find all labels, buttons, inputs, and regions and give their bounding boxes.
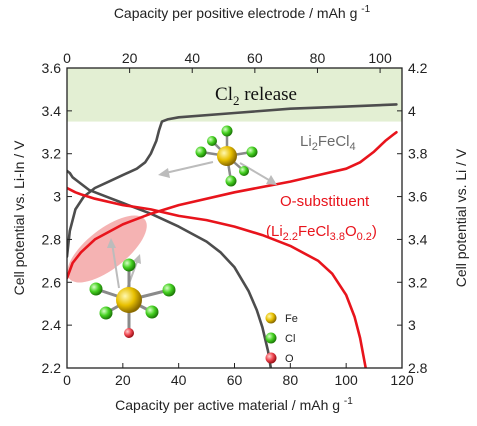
y-right-tick-label: 3.6 [408, 189, 428, 205]
arrow-left-head [158, 168, 170, 178]
x-top-tick-label: 0 [63, 50, 71, 66]
x-top-tick-label: 60 [247, 50, 263, 66]
series-label-li2fecl4: Li2FeCl4 [300, 133, 356, 153]
y-right-tick-label: 3.2 [408, 274, 428, 290]
x-top-tick-label: 40 [184, 50, 200, 66]
arrow-right-head [266, 175, 277, 185]
y-left-tick-label: 2.4 [42, 317, 62, 333]
y-left-tick-label: 2.6 [42, 274, 62, 290]
ticks-layer: 0 20 40 60 80 100 120 0 20 40 60 80 100 2.2 2.4 2.6 2.8 3… [42, 50, 428, 388]
x-top-tick-label: 20 [122, 50, 138, 66]
y-right-tick-label: 4 [408, 103, 416, 119]
x-bottom-tick-label: 80 [283, 372, 299, 388]
series-label-formula: (Li2.2FeCl3.8O0.2) [266, 223, 377, 243]
legend-atom-fe [265, 312, 277, 324]
legend-atom-cl [265, 332, 277, 344]
y-axis-title-right: Cell potential vs. Li / V [453, 148, 469, 287]
x-bottom-tick-label: 0 [63, 372, 71, 388]
y-right-tick-label: 3 [408, 317, 416, 333]
y-axis-title-left: Cell potential vs. Li-In / V [11, 140, 27, 296]
x-bottom-tick-label: 60 [227, 372, 243, 388]
x-bottom-tick-label: 20 [115, 372, 131, 388]
fecl4-atoms [195, 125, 258, 187]
legend-label-o: O [285, 353, 294, 365]
series-line-li2fecl4-discharge [67, 169, 273, 368]
x-bottom-tick-label: 120 [390, 372, 414, 388]
y-left-tick-label: 2.2 [42, 360, 62, 376]
y-right-tick-label: 3.8 [408, 146, 428, 162]
x-axis-title-bottom: Capacity per active material / mAh g -1 [115, 396, 353, 413]
legend-label-cl: Cl [285, 333, 295, 345]
y-left-tick-label: 3.6 [42, 60, 62, 76]
arrow-up-right-head [133, 254, 141, 264]
y-left-tick-label: 3.4 [42, 103, 62, 119]
y-right-tick-label: 3.4 [408, 231, 428, 247]
x-top-tick-label: 100 [368, 50, 392, 66]
arrow-up-left-head [107, 238, 116, 248]
y-left-tick-label: 3.2 [42, 146, 62, 162]
legend-label-fe: Fe [285, 313, 298, 325]
y-left-tick-label: 2.8 [42, 231, 62, 247]
legend-atom-o [265, 352, 277, 364]
curves-layer [67, 103, 398, 368]
arrow-up-left [111, 242, 120, 289]
x-bottom-tick-label: 100 [334, 372, 358, 388]
arrow-left [160, 161, 214, 175]
cl2-release-label: Cl2 release [215, 84, 297, 108]
x-bottom-tick-label: 40 [171, 372, 187, 388]
series-label-o-substituent: O-substituent [280, 193, 370, 210]
y-right-tick-label: 4.2 [408, 60, 428, 76]
x-top-tick-label: 80 [310, 50, 326, 66]
x-axis-title-top: Capacity per positive electrode / mAh g … [114, 4, 371, 21]
y-left-tick-label: 3 [53, 189, 61, 205]
highlight-ellipse [67, 215, 147, 283]
series-line-o-substituent-discharge [67, 186, 368, 368]
fecl-o-atoms [89, 258, 176, 338]
series-line-o-substituent-charge [67, 131, 398, 280]
y-right-tick-label: 2.8 [408, 360, 428, 376]
